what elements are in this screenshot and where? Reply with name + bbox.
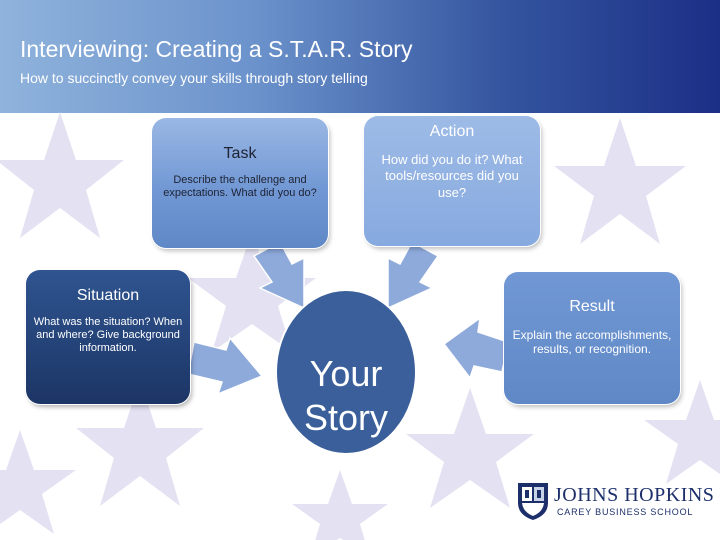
star-icon xyxy=(644,380,720,484)
arrow-situation-icon xyxy=(187,336,264,396)
star-icon xyxy=(188,232,316,352)
arrow-result-icon xyxy=(442,316,509,380)
logo-name: JOHNS HOPKINS xyxy=(554,484,715,506)
story-circle xyxy=(275,289,417,455)
star-icon xyxy=(292,470,388,540)
your-story-line2: Story xyxy=(303,397,389,438)
result-description: Explain the accomplishments, results, or… xyxy=(512,328,672,357)
johns-hopkins-logo: JOHNS HOPKINS CAREY BUSINESS SCHOOL xyxy=(514,478,714,524)
action-description: How did you do it? What tools/resources … xyxy=(381,152,523,200)
logo-subtitle: CAREY BUSINESS SCHOOL xyxy=(557,507,694,517)
star-icon xyxy=(554,118,686,244)
star-icon xyxy=(0,112,124,238)
your-story-label: Your Story xyxy=(278,352,414,440)
star-icon xyxy=(406,388,534,508)
star-icon xyxy=(0,430,76,534)
result-box: Result Explain the accomplishments, resu… xyxy=(504,272,680,404)
result-title: Result xyxy=(569,298,615,315)
situation-box: Situation What was the situation? When a… xyxy=(26,270,190,404)
star-icon xyxy=(76,380,204,506)
action-box: Action How did you do it? What tools/res… xyxy=(364,116,540,246)
your-story-line1: Your xyxy=(309,353,383,394)
situation-description: What was the situation? When and where? … xyxy=(33,316,183,355)
slide-title: Interviewing: Creating a S.T.A.R. Story xyxy=(20,36,413,62)
shield-icon xyxy=(518,483,548,520)
title-banner: Interviewing: Creating a S.T.A.R. Story … xyxy=(0,0,720,113)
arrow-action-icon xyxy=(387,240,440,310)
task-description: Describe the challenge and expectations.… xyxy=(163,174,317,200)
situation-title: Situation xyxy=(76,287,140,304)
task-box: Task Describe the challenge and expectat… xyxy=(152,118,328,248)
action-title: Action xyxy=(429,123,475,140)
task-title: Task xyxy=(223,145,257,162)
slide-subtitle: How to succinctly convey your skills thr… xyxy=(20,70,368,86)
